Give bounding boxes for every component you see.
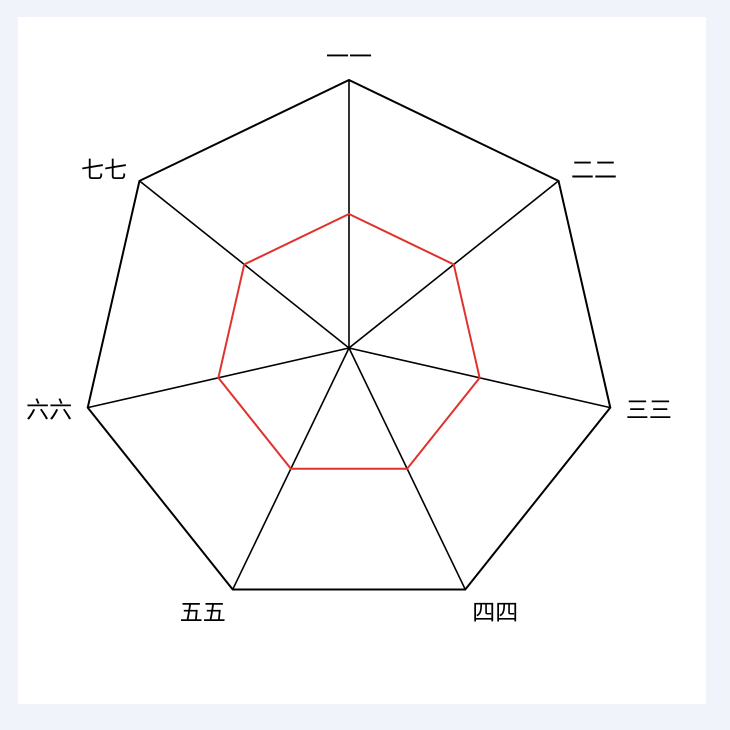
- radar-grid: [86, 78, 612, 591]
- radar-spokes: [87, 80, 611, 590]
- radar-series: [217, 212, 481, 470]
- radar-grid-ring: [86, 78, 612, 591]
- radar-axis-label: 四四: [472, 600, 518, 626]
- radar-axis-label: 二二: [571, 157, 617, 183]
- radar-axis-label: 一一: [326, 44, 372, 70]
- radar-axis-label: 五五: [180, 600, 226, 626]
- radar-series-line: [217, 212, 481, 470]
- radar-axis-label: 七七: [81, 157, 127, 183]
- radar-axis-label: 三三: [626, 398, 672, 424]
- radar-axis-label: 六六: [26, 398, 72, 424]
